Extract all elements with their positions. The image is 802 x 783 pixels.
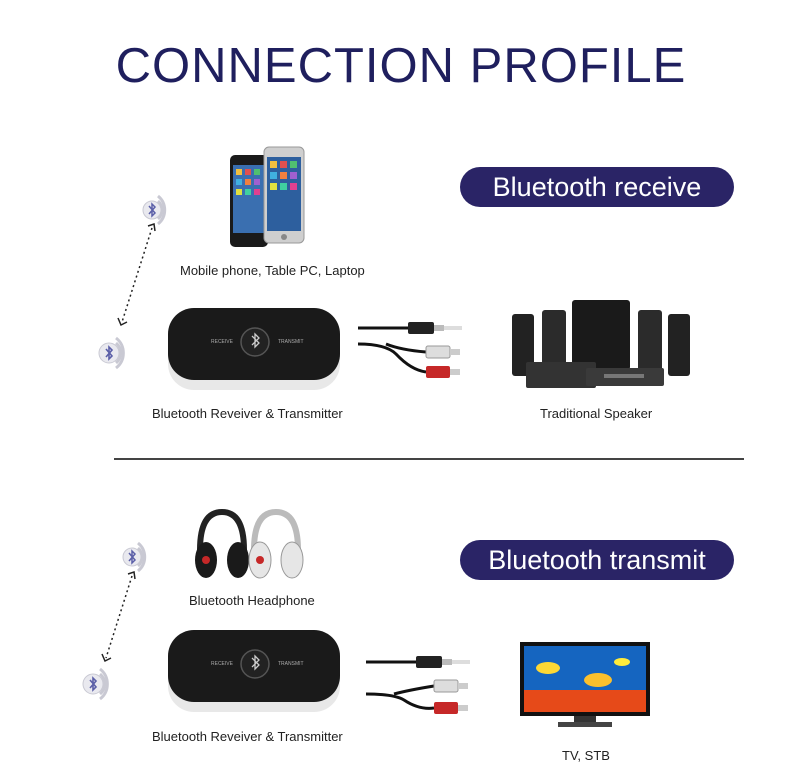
bluetooth-icon — [116, 537, 162, 577]
device-caption: Bluetooth Reveiver & Transmitter — [152, 406, 343, 421]
phone-icon — [228, 145, 308, 249]
svg-text:TRANSMIT: TRANSMIT — [278, 661, 304, 667]
bluetooth-device: RECEIVE TRANSMIT — [166, 306, 344, 392]
svg-text:RECEIVE: RECEIVE — [211, 339, 234, 345]
svg-text:RECEIVE: RECEIVE — [211, 661, 234, 667]
bluetooth-receive-label: Bluetooth receive — [460, 167, 734, 207]
connection-arrow — [112, 222, 162, 330]
output-caption: Traditional Speaker — [540, 406, 653, 421]
connection-arrow — [96, 570, 142, 666]
svg-text:TRANSMIT: TRANSMIT — [278, 339, 304, 345]
source-caption: Mobile phone, Table PC, Laptop — [180, 263, 365, 278]
headphone-icon — [192, 506, 306, 582]
device-caption: Bluetooth Reveiver & Transmitter — [152, 729, 343, 744]
page-title: CONNECTION PROFILE — [115, 39, 687, 93]
speaker-icon — [508, 298, 694, 394]
bluetooth-icon — [76, 663, 126, 705]
tv-icon — [518, 640, 652, 730]
bluetooth-transmit-label: Bluetooth transmit — [460, 540, 734, 580]
input-caption: TV, STB — [562, 748, 610, 763]
target-caption: Bluetooth Headphone — [189, 593, 315, 608]
bluetooth-device: RECEIVE TRANSMIT — [166, 628, 344, 714]
bluetooth-icon — [92, 332, 142, 374]
cable-icon — [364, 644, 484, 724]
section-divider — [114, 458, 744, 460]
bluetooth-icon — [136, 190, 182, 230]
cable-icon — [356, 310, 476, 390]
